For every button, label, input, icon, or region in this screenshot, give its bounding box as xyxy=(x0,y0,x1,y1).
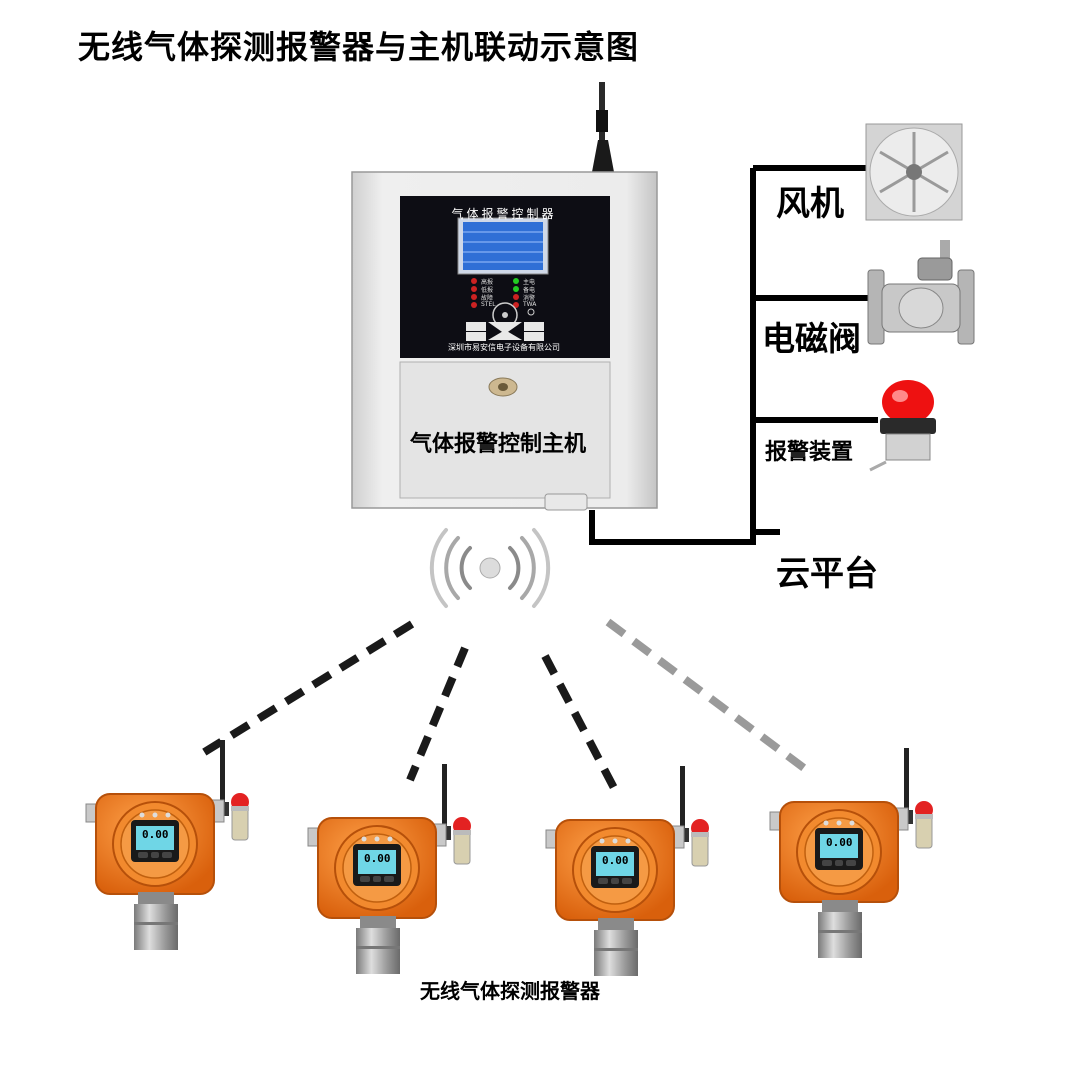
indicator-label: 低报 xyxy=(481,287,494,294)
gas-detector-4 xyxy=(769,747,934,959)
host-company-name: 深圳市易安信电子设备有限公司 xyxy=(448,343,560,352)
wired-connection-lines xyxy=(589,165,878,545)
detector-reading: 0.00 xyxy=(142,828,169,841)
detectors-label: 无线气体探测报警器 xyxy=(420,979,600,1003)
indicator-label: STEL xyxy=(481,301,496,308)
indicator-label: 备电 xyxy=(523,287,536,294)
detector-reading: 0.00 xyxy=(826,836,853,849)
alarm-beacon-icon xyxy=(869,380,936,472)
fan-icon xyxy=(865,123,963,221)
cloud-platform-label: 云平台 xyxy=(776,554,878,594)
detector-reading: 0.00 xyxy=(364,852,391,865)
host-antenna-icon xyxy=(592,82,614,172)
indicator-label: TWA xyxy=(523,301,537,308)
fan-label: 风机 xyxy=(776,184,844,224)
indicator-label: 故障 xyxy=(481,295,494,302)
host-label: 气体报警控制主机 xyxy=(410,432,587,457)
gas-detector-3 xyxy=(545,765,710,977)
indicator-label: 高报 xyxy=(481,279,494,286)
indicator-label: 主电 xyxy=(523,279,536,286)
wireless-signal-icon xyxy=(429,528,551,608)
valve-label: 电磁阀 xyxy=(762,319,861,358)
diagram-title: 无线气体探测报警器与主机联动示意图 xyxy=(78,28,640,66)
gas-detector-2 xyxy=(307,763,472,975)
solenoid-valve-icon xyxy=(867,240,975,345)
alarm-device-label: 报警装置 xyxy=(765,440,854,465)
host-panel-title: 气体报警控制器 xyxy=(451,207,557,221)
gas-detector-1 xyxy=(85,739,250,951)
detector-reading: 0.00 xyxy=(602,854,629,867)
host-controller xyxy=(351,171,658,511)
wireless-dashed-links xyxy=(195,618,815,790)
indicator-label: 消警 xyxy=(523,295,536,302)
